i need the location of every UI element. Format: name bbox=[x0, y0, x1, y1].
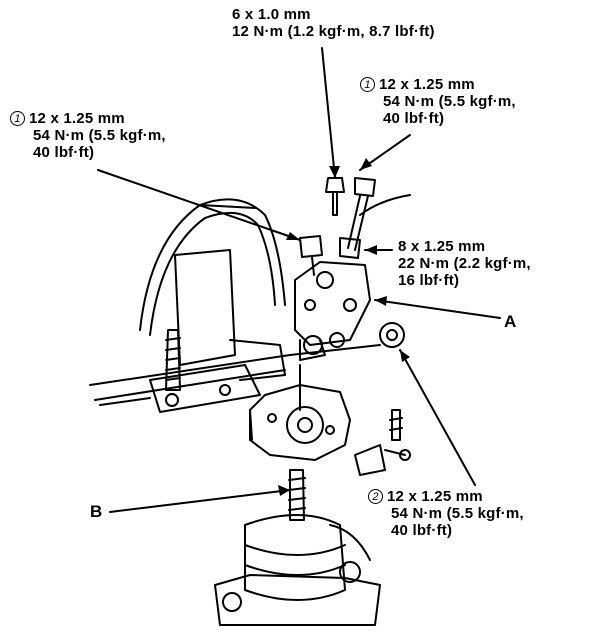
callout-mid-right: 8 x 1.25 mm 22 N·m (2.2 kgf·m, 16 lbf·ft… bbox=[398, 238, 531, 289]
callout-left: 1 12 x 1.25 mm 54 N·m (5.5 kgf·m, 40 lbf·… bbox=[10, 110, 166, 161]
callout-mid-right-torque: 22 N·m (2.2 kgf·m, bbox=[398, 255, 531, 272]
part-label-b: B bbox=[90, 502, 103, 521]
callout-top-right-size: 1 12 x 1.25 mm bbox=[360, 76, 516, 93]
callout-left-torque-2: 40 lbf·ft) bbox=[33, 144, 95, 161]
engine-mount bbox=[214, 514, 381, 626]
callout-top-center: 6 x 1.0 mm 12 N·m (1.2 kgf·m, 8.7 lbf·ft… bbox=[232, 6, 435, 40]
callout-top-center-size: 6 x 1.0 mm bbox=[232, 6, 311, 23]
circled-number-marker: 2 bbox=[368, 489, 383, 504]
bolt-6mm bbox=[325, 177, 345, 193]
bolt-12mm-left bbox=[299, 235, 323, 258]
callout-top-right-torque: 54 N·m (5.5 kgf·m, bbox=[383, 93, 516, 110]
callout-bottom-right-torque-2: 40 lbf·ft) bbox=[391, 522, 453, 539]
callout-left-torque: 54 N·m (5.5 kgf·m, bbox=[33, 127, 166, 144]
callout-bottom-right-torque: 54 N·m (5.5 kgf·m, bbox=[391, 505, 524, 522]
callout-mid-right-torque-2: 16 lbf·ft) bbox=[398, 272, 460, 289]
callout-bottom-right-size-text: 12 x 1.25 mm bbox=[387, 488, 483, 505]
left-bracket bbox=[149, 249, 286, 413]
bolt-12mm-top-right bbox=[354, 177, 376, 197]
mount-bracket-a bbox=[294, 261, 371, 361]
circled-number-marker: 1 bbox=[10, 111, 25, 126]
callout-top-right-size-text: 12 x 1.25 mm bbox=[379, 76, 475, 93]
part-label-a: A bbox=[504, 312, 517, 331]
bolts bbox=[288, 177, 405, 521]
callout-mid-right-size: 8 x 1.25 mm bbox=[398, 238, 486, 255]
callout-top-right: 1 12 x 1.25 mm 54 N·m (5.5 kgf·m, 40 lbf·… bbox=[360, 76, 516, 127]
callout-top-right-torque-2: 40 lbf·ft) bbox=[383, 110, 445, 127]
callout-top-center-torque: 12 N·m (1.2 kgf·m, 8.7 lbf·ft) bbox=[232, 23, 435, 40]
mount-plate bbox=[249, 364, 351, 461]
small-bracket bbox=[354, 409, 411, 476]
stud-bottom bbox=[289, 469, 305, 521]
circled-number-marker: 1 bbox=[360, 77, 375, 92]
bolt-8mm bbox=[339, 237, 361, 259]
callout-left-size: 1 12 x 1.25 mm bbox=[10, 110, 166, 127]
callout-bottom-right: 2 12 x 1.25 mm 54 N·m (5.5 kgf·m, 40 lbf·… bbox=[368, 488, 524, 539]
callout-bottom-right-size: 2 12 x 1.25 mm bbox=[368, 488, 524, 505]
callout-left-size-text: 12 x 1.25 mm bbox=[29, 110, 125, 127]
arrow-heads bbox=[278, 158, 410, 496]
vehicle-frame-lines bbox=[89, 194, 411, 406]
